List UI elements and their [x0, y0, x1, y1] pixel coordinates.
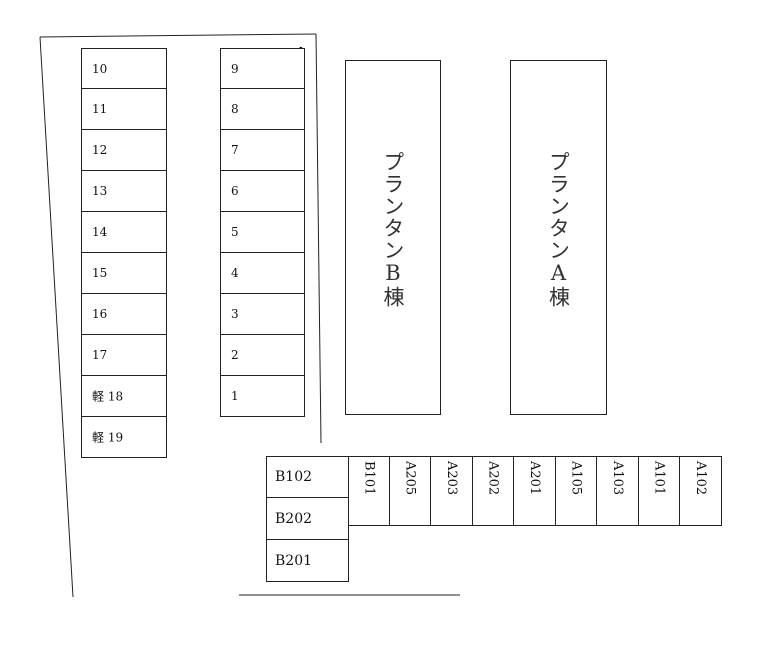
building-b-label: プランタンB棟	[381, 151, 405, 308]
unit-2: A203	[431, 456, 473, 526]
parking-slot-right-3: 6	[220, 171, 305, 212]
unit-0: B101	[348, 456, 390, 526]
unit-4: A201	[514, 456, 556, 526]
parking-slot-left-label: 13	[92, 184, 108, 198]
parking-slot-left-label: 11	[92, 102, 108, 116]
parking-slot-right-7: 2	[220, 335, 305, 376]
parking-slot-right-6: 3	[220, 294, 305, 335]
unit-label: A201	[526, 461, 542, 496]
parking-slot-right-label: 7	[231, 143, 239, 157]
parking-slot-left-1: 11	[81, 89, 167, 130]
parking-slot-right-8: 1	[220, 376, 305, 417]
parking-slot-right-label: 5	[231, 225, 239, 239]
parking-slot-right-2: 7	[220, 130, 305, 171]
parking-slot-left-7: 17	[81, 335, 167, 376]
boundary-top-line	[39, 33, 317, 38]
parking-slot-left-label: 15	[92, 266, 108, 280]
unit-label: A205	[402, 461, 418, 496]
unit-label: A202	[485, 461, 501, 496]
unit-label: A101	[651, 461, 667, 496]
unit-3: A202	[472, 456, 514, 526]
unit-b-label: B202	[275, 510, 313, 527]
unit-label: A103	[609, 461, 625, 496]
parking-slot-right-label: 9	[231, 61, 239, 76]
unit-label: A102	[692, 461, 708, 496]
parking-slot-right-0: 9	[220, 48, 305, 89]
parking-slot-right-label: 8	[231, 102, 239, 116]
parking-slot-left-label: 10	[92, 61, 108, 76]
parking-slot-left-0: 10	[81, 48, 167, 89]
parking-slot-left-8: 軽 18	[81, 376, 167, 417]
parking-slot-right-4: 5	[220, 212, 305, 253]
unit-b-label: B102	[275, 469, 313, 485]
boundary-right-line	[315, 33, 322, 444]
unit-6: A103	[597, 456, 639, 526]
parking-slot-left-4: 14	[81, 212, 167, 253]
parking-slot-left-label: 軽 18	[92, 389, 124, 404]
parking-slot-right-label: 3	[231, 307, 239, 321]
parking-slot-left-label: 12	[92, 143, 108, 157]
parking-slot-right-label: 6	[231, 184, 239, 198]
unit-1: A205	[389, 456, 431, 526]
building-a: プランタンA棟	[510, 60, 607, 415]
unit-label: B101	[361, 461, 377, 496]
unit-b-1: B202	[266, 498, 349, 540]
parking-slot-left-label: 14	[92, 225, 108, 239]
parking-slot-left-3: 13	[81, 171, 167, 212]
parking-slot-left-label: 16	[92, 307, 108, 321]
building-b: プランタンB棟	[345, 60, 441, 415]
parking-slot-right-label: 1	[231, 389, 239, 403]
unit-label: A203	[443, 461, 459, 496]
boundary-left-line	[39, 36, 74, 598]
parking-slot-left-label: 17	[92, 348, 108, 362]
parking-slot-right-label: 4	[231, 266, 239, 280]
parking-slot-left-2: 12	[81, 130, 167, 171]
parking-slot-left-9: 軽 19	[81, 417, 167, 458]
parking-slot-right-label: 2	[231, 348, 239, 362]
parking-column-left: 10 11 12 13 14 15 16 17 軽 18 軽 19	[81, 48, 167, 458]
building-a-label: プランタンA棟	[546, 151, 571, 308]
unit-5: A105	[555, 456, 597, 526]
unit-row: B101 A205 A203 A202 A201 A105 A103 A101 A102	[348, 456, 722, 526]
parking-slot-right-1: 8	[220, 89, 305, 130]
parking-column-right: 9 8 7 6 5 4 3 2 1	[220, 48, 305, 417]
unit-b-2: B201	[266, 540, 349, 582]
unit-label: A105	[568, 461, 584, 496]
unit-b-0: B102	[266, 456, 349, 498]
unit-8: A102	[680, 456, 722, 526]
parking-slot-left-5: 15	[81, 253, 167, 294]
parking-slot-left-6: 16	[81, 294, 167, 335]
parking-slot-right-5: 4	[220, 253, 305, 294]
unit-b-label: B201	[275, 552, 313, 569]
parking-slot-left-label: 軽 19	[92, 430, 124, 445]
unit-7: A101	[638, 456, 680, 526]
